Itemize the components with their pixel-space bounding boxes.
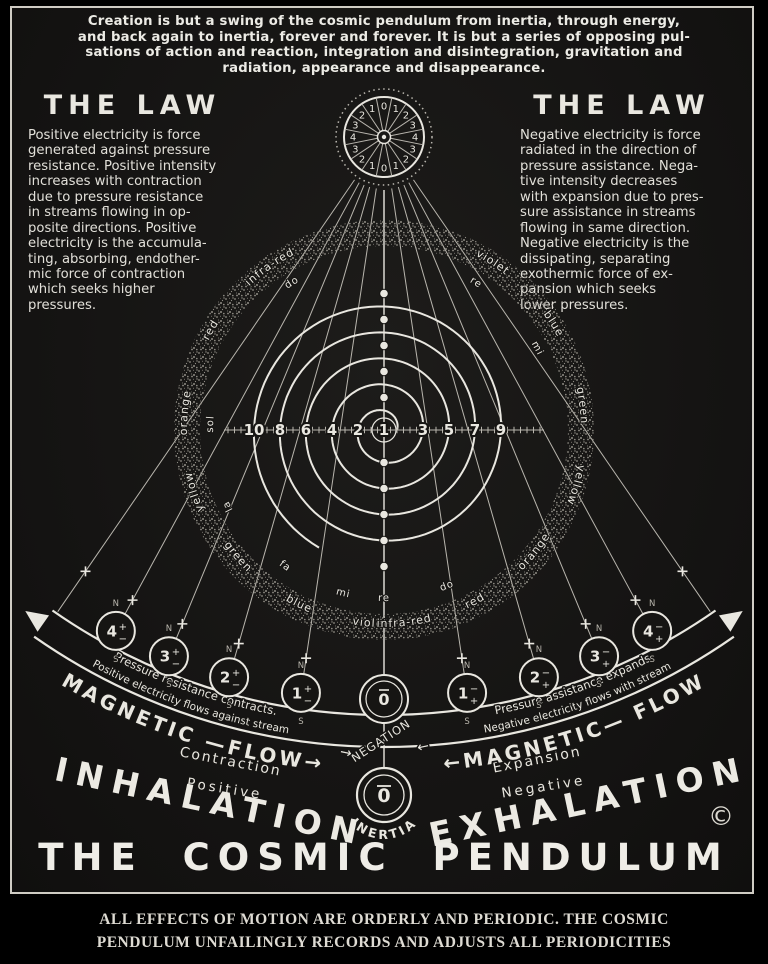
- text-line: sure assistance in streams: [520, 205, 696, 221]
- text-line: and back again to inertia, forever and f…: [77, 29, 691, 45]
- text-line: posite directions. Positive: [28, 220, 197, 236]
- text-line: radiation, appearance and disappearance.: [222, 60, 546, 76]
- text-line: Positive electricity is force: [28, 128, 201, 143]
- text-line: electricity is the accumula-: [28, 236, 207, 252]
- text-line: exothermic force of ex-: [520, 266, 673, 282]
- text-line: in streams flowing in op-: [28, 205, 191, 221]
- text-line: Negative electricity is the: [520, 236, 690, 252]
- text-line: pressure assistance. Nega-: [520, 158, 699, 174]
- text-line: increases with contraction: [28, 174, 202, 190]
- text-line: flowing in same direction.: [520, 220, 691, 236]
- text-line: lower pressures.: [520, 297, 629, 313]
- top-quote: Creation is but a swing of the cosmic pe…: [60, 14, 708, 76]
- bottom-caption: ALL EFFECTS OF MOTION ARE ORDERLY AND PE…: [0, 908, 768, 955]
- text-line: sations of action and reaction, integrat…: [85, 45, 683, 61]
- text-line: pansion which seeks: [520, 282, 657, 298]
- law-right-title: THE LAW: [533, 90, 711, 121]
- text-line: generated against pressure: [28, 143, 211, 159]
- text-line: Negative electricity is force: [520, 128, 701, 143]
- page-title: THE COSMIC PENDULUM: [38, 836, 730, 879]
- text-line: tive intensity decreases: [520, 174, 678, 190]
- text-line: Creation is but a swing of the cosmic pe…: [87, 14, 681, 29]
- law-left-title: THE LAW: [43, 90, 222, 121]
- copyright-mark: ©: [708, 802, 734, 832]
- text-line: radiated in the direction of: [520, 143, 697, 159]
- text-line: PENDULUM UNFAILINGLY RECORDS AND ADJUSTS…: [96, 934, 672, 952]
- text-line: mic force of contraction: [28, 266, 186, 282]
- text-line: due to pressure resistance: [28, 189, 204, 205]
- text-line: with expansion due to pres-: [520, 189, 704, 205]
- text-line: ting, absorbing, endother-: [28, 251, 200, 267]
- text-line: pressures.: [28, 297, 97, 313]
- text-line: resistance. Positive intensity: [28, 158, 217, 174]
- text-line: dissipating, separating: [520, 251, 671, 267]
- text-line: which seeks higher: [28, 282, 155, 298]
- text-line: ALL EFFECTS OF MOTION ARE ORDERLY AND PE…: [99, 911, 669, 928]
